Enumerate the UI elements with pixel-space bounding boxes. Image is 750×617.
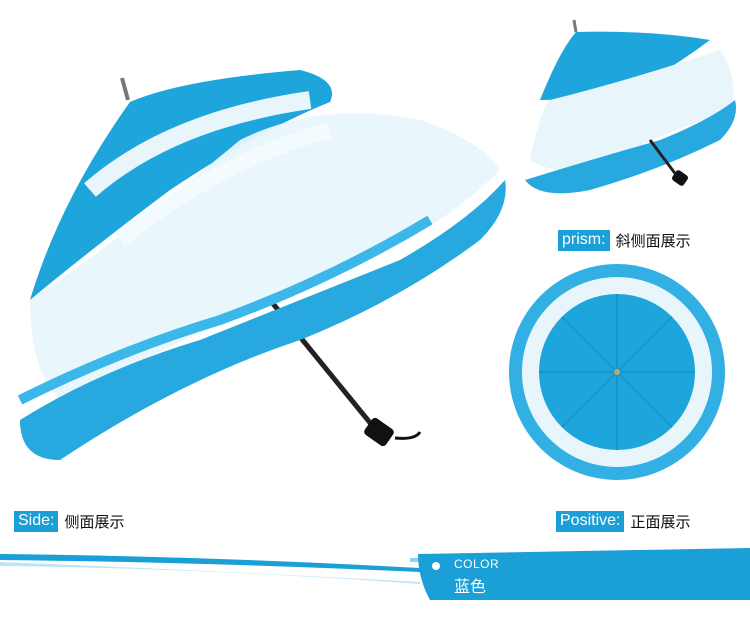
caption-side: Side: 侧面展示 (14, 511, 124, 532)
bullet-dot (432, 562, 440, 570)
color-value: 蓝色 (454, 577, 487, 596)
color-label: COLOR (454, 557, 500, 571)
caption-text: 正面展示 (630, 513, 691, 531)
caption-positive: Positive: 正面展示 (556, 511, 690, 532)
caption-text: 斜侧面展示 (615, 232, 691, 250)
umbrella-prism-photo (510, 10, 750, 210)
color-block (418, 548, 750, 600)
umbrella-side-photo (0, 40, 520, 470)
caption-tag: Side: (14, 511, 59, 532)
caption-prism: prism: 斜侧面展示 (558, 230, 691, 251)
caption-tag: Positive: (556, 511, 625, 532)
caption-text: 侧面展示 (64, 513, 125, 531)
caption-tag: prism: (558, 230, 610, 251)
umbrella-top-photo (505, 260, 750, 500)
